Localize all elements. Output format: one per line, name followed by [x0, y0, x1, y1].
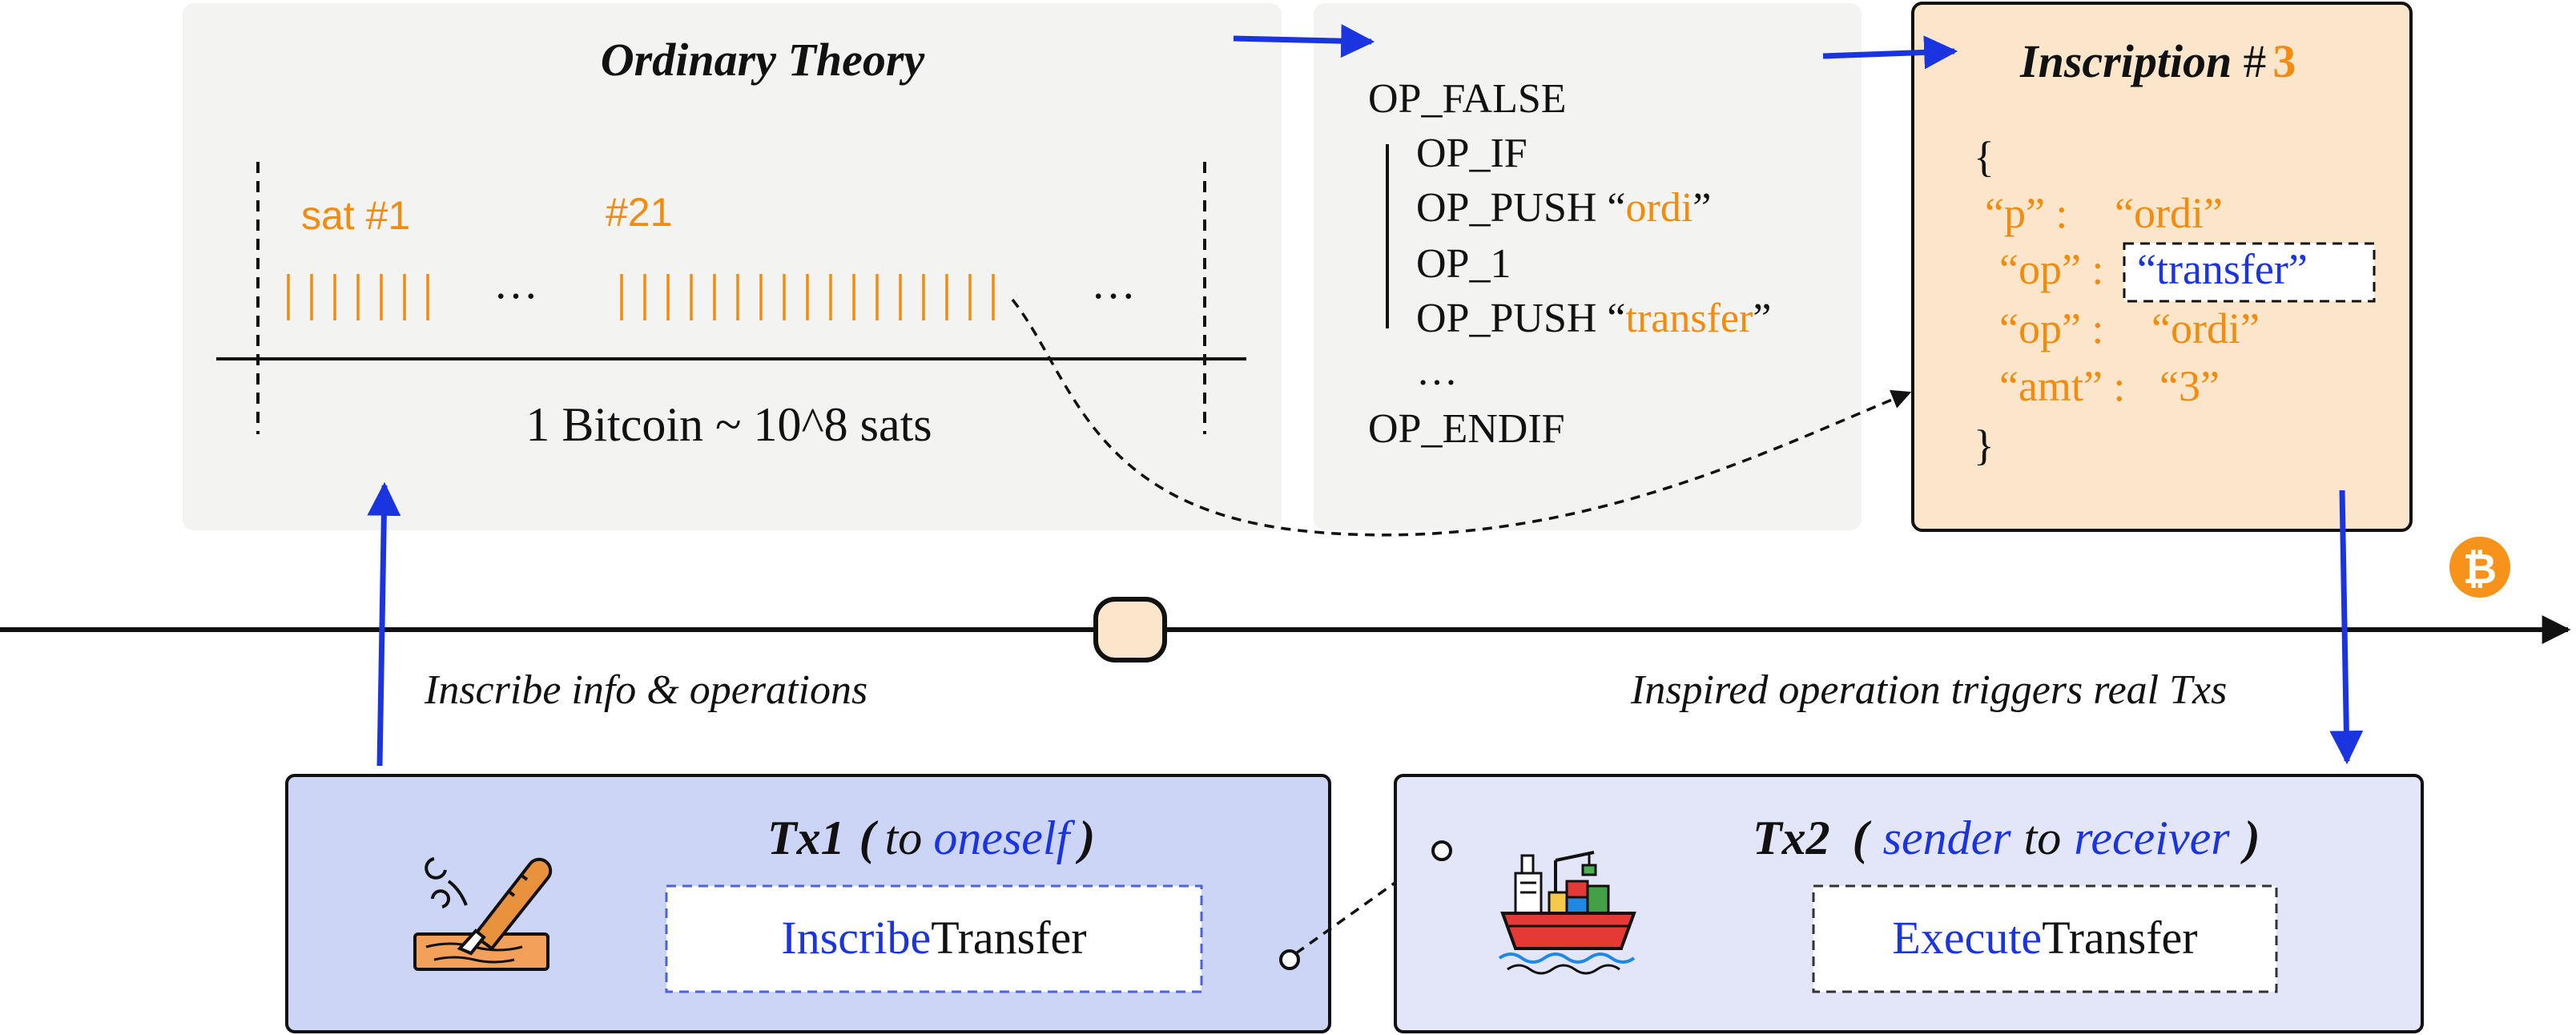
- inscription-close-brace: }: [1974, 421, 1994, 469]
- inscription-amt-value: “3”: [2159, 362, 2220, 410]
- sat-ticks-group-2: [620, 274, 995, 320]
- inscribe-transfer-label: InscribeTransfer: [781, 912, 1086, 964]
- sat-label-1: sat #1: [301, 193, 410, 238]
- cargo-ship-icon: [1498, 851, 1636, 975]
- timeline-block-marker: [1093, 597, 1167, 662]
- inscription-title: Inscription#3: [2019, 35, 2296, 87]
- execute-transfer-label: ExecuteTransfer: [1892, 912, 2197, 964]
- script-op-1: OP_1: [1416, 241, 1511, 287]
- inspired-caption: Inspired operation triggers real Txs: [1630, 667, 2227, 713]
- ellipsis-1: …: [493, 259, 538, 308]
- inscription-amt-key: “amt” :: [1999, 362, 2125, 410]
- script-panel-bg: [1314, 3, 1862, 530]
- inscription-p-value: “ordi”: [2115, 189, 2223, 237]
- inscription-op-value-transfer: “transfer”: [2137, 245, 2308, 293]
- carving-chisel-icon: [413, 857, 553, 971]
- script-op-if: OP_IF: [1416, 131, 1527, 176]
- transfer-highlight-box: [2123, 242, 2376, 303]
- execute-transfer-op-box: [1812, 884, 2278, 993]
- timeline: ₿ Inscribe info & operations Inspired op…: [0, 537, 2571, 713]
- ordinary-title: Ordinary Theory: [601, 34, 925, 86]
- tx1-connector-dot: [1279, 949, 1300, 970]
- script-op-endif: OP_ENDIF: [1368, 406, 1565, 452]
- inscription-op-key: “op” :: [1999, 245, 2103, 293]
- script-op-false: OP_FALSE: [1368, 76, 1567, 122]
- svg-text:₿: ₿: [2463, 546, 2497, 594]
- arrow-ordinary-to-script: [1233, 24, 1375, 58]
- bitcoin-sats-caption: 1 Bitcoin ~ 10^8 sats: [525, 398, 932, 451]
- tx2-connector-dot: [1431, 840, 1452, 861]
- inscription-p-key: “p” :: [1985, 189, 2067, 237]
- ellipsis-2: …: [1091, 259, 1136, 308]
- inscribe-transfer-op-box: [665, 884, 1203, 993]
- script-panel: OP_FALSE OP_IF OP_PUSH “ordi” OP_1 OP_PU…: [1314, 3, 1862, 530]
- inscription-op2-value: “ordi”: [2151, 304, 2260, 352]
- arrow-inscription-to-tx2: [2329, 489, 2364, 765]
- sat-ticks-group-1: [287, 274, 429, 320]
- ordinary-theory-panel: Ordinary Theory sat #1 #21 … … 1 Bitcoin…: [183, 3, 1282, 530]
- inscription-panel: Inscription#3 { “p” : “ordi” “op” : “tra…: [1911, 2, 2413, 532]
- inscription-open-brace: {: [1974, 133, 1994, 181]
- script-op-push-transfer: OP_PUSH “transfer”: [1416, 296, 1771, 341]
- script-op-push-ordi: OP_PUSH “ordi”: [1416, 185, 1711, 231]
- bitcoin-icon: ₿: [2449, 537, 2510, 598]
- script-ellipsis: …: [1416, 348, 1458, 394]
- sat-label-21: #21: [606, 190, 672, 235]
- inscription-op2-key: “op” :: [1999, 304, 2103, 352]
- sat-to-inscription-curve: [1011, 298, 1912, 537]
- arrow-script-to-inscription: [1822, 35, 1958, 70]
- arrow-tx1-to-ordinary: [367, 481, 401, 767]
- inscribe-caption: Inscribe info & operations: [424, 667, 867, 713]
- ordinary-panel-bg: [183, 3, 1282, 530]
